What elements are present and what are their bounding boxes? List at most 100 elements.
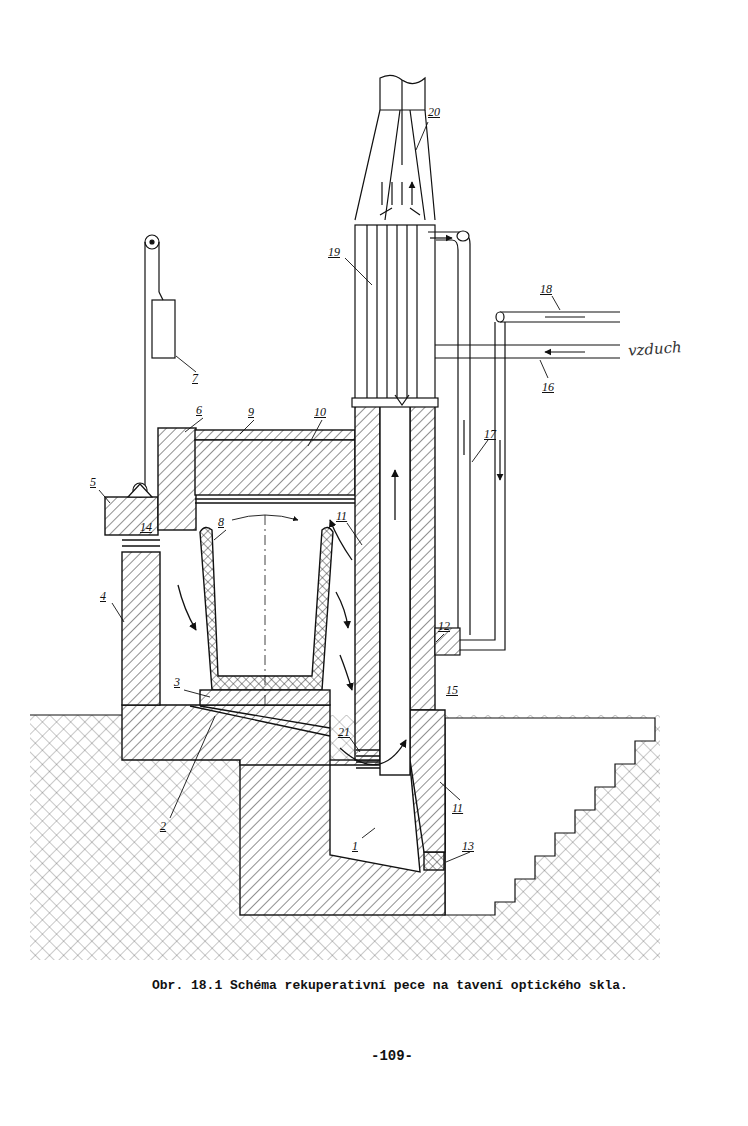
drawing-path xyxy=(362,828,375,838)
drawing-path xyxy=(159,292,163,300)
drawing-path xyxy=(367,225,417,398)
drawing-path xyxy=(552,296,560,310)
drawing-path xyxy=(350,738,360,752)
drawing-line xyxy=(122,545,160,546)
drawing-path xyxy=(336,592,348,628)
drawing-rect xyxy=(424,852,444,870)
drawing-path xyxy=(232,515,298,520)
drawing-path xyxy=(214,530,226,540)
drawing-path xyxy=(382,182,412,205)
drawing-path xyxy=(460,322,505,650)
drawing-rect xyxy=(105,497,158,535)
drawing-rect xyxy=(152,300,175,358)
drawing-path xyxy=(347,523,362,545)
drawing-path xyxy=(410,710,445,852)
drawing-ellipse xyxy=(496,312,504,322)
drawing-path xyxy=(308,420,322,446)
drawing-path xyxy=(446,852,470,862)
callout-number: 14 xyxy=(140,521,152,533)
drawing-line xyxy=(30,714,122,715)
drawing-path xyxy=(178,585,196,630)
drawing-path xyxy=(170,716,215,818)
drawing-path xyxy=(128,484,152,497)
drawing-path xyxy=(200,527,333,690)
drawing-line xyxy=(158,242,159,292)
callout-number: 12 xyxy=(438,620,450,632)
drawing-line xyxy=(122,539,160,540)
callout-number: 10 xyxy=(314,406,326,418)
drawing-rect xyxy=(158,428,196,530)
drawing-path xyxy=(472,440,488,462)
drawing-circle xyxy=(145,235,159,249)
drawing-path xyxy=(176,356,196,372)
drawing-path xyxy=(435,345,620,358)
drawing-path xyxy=(185,418,203,432)
drawing-line xyxy=(144,242,145,488)
drawing-rect xyxy=(380,405,410,775)
drawing-path xyxy=(356,750,380,768)
recuperator xyxy=(352,75,438,407)
drawing-rect xyxy=(352,398,438,407)
drawing-rect xyxy=(195,430,355,440)
drawing-path xyxy=(394,470,395,520)
drawing-rect xyxy=(435,628,460,655)
drawing-path xyxy=(445,718,655,915)
callout-number: 17 xyxy=(484,428,496,440)
pipes xyxy=(428,231,620,655)
drawing-path xyxy=(184,690,210,697)
drawing-circle xyxy=(150,240,154,244)
callout-number: 18 xyxy=(540,283,552,295)
handwritten-note: vzduch xyxy=(627,338,682,360)
drawing-path xyxy=(416,122,428,150)
drawing-path xyxy=(340,655,352,690)
drawing-path xyxy=(440,782,460,800)
drawing-path xyxy=(330,765,420,872)
callout-number: 19 xyxy=(328,246,340,258)
drawing-path xyxy=(99,490,110,503)
callout-number: 15 xyxy=(446,684,458,696)
drawing-path xyxy=(240,420,254,434)
drawing-line xyxy=(195,498,355,499)
glass-pot xyxy=(200,515,333,705)
drawing-path xyxy=(355,110,435,220)
drawing-path xyxy=(380,208,420,405)
page-number: -109- xyxy=(371,1048,413,1064)
drawing-line xyxy=(195,502,355,503)
drawing-path xyxy=(540,360,548,378)
callout-number: 3 xyxy=(174,676,180,688)
drawing-rect xyxy=(195,440,355,495)
drawing-path xyxy=(436,634,444,642)
drawing-rect xyxy=(355,405,380,760)
drawing-path xyxy=(190,706,330,736)
counterweight xyxy=(128,235,175,497)
figure-caption: Obr. 18.1 Schéma rekuperativní pece na t… xyxy=(152,978,628,993)
drawing-path xyxy=(545,317,585,352)
drawing-path xyxy=(340,740,406,765)
drawing-line xyxy=(401,80,402,165)
callout-number: 13 xyxy=(462,840,474,852)
callout-number: 6 xyxy=(196,404,202,416)
callout-number: 9 xyxy=(248,406,254,418)
drawing-line xyxy=(265,515,266,705)
drawing-ellipse xyxy=(457,231,469,241)
drawing-path xyxy=(345,258,372,285)
flow-arrows xyxy=(178,470,406,765)
callout-number: 21 xyxy=(338,726,350,738)
callout-number: 1 xyxy=(352,840,358,852)
drawing-path xyxy=(122,705,330,765)
drawing-rect xyxy=(410,405,435,710)
callout-number: 11 xyxy=(452,802,463,814)
leader-lines xyxy=(99,122,560,862)
drawing-path xyxy=(430,237,452,238)
callout-number: 4 xyxy=(100,590,106,602)
callout-number: 8 xyxy=(218,516,224,528)
callout-number: 2 xyxy=(160,820,166,832)
callout-number: 11 xyxy=(336,510,347,522)
drawing-rect xyxy=(355,225,435,405)
callout-number: 16 xyxy=(542,381,554,393)
drawing-path xyxy=(112,603,124,622)
drawing-rect xyxy=(122,552,160,705)
callout-number: 7 xyxy=(192,372,198,384)
